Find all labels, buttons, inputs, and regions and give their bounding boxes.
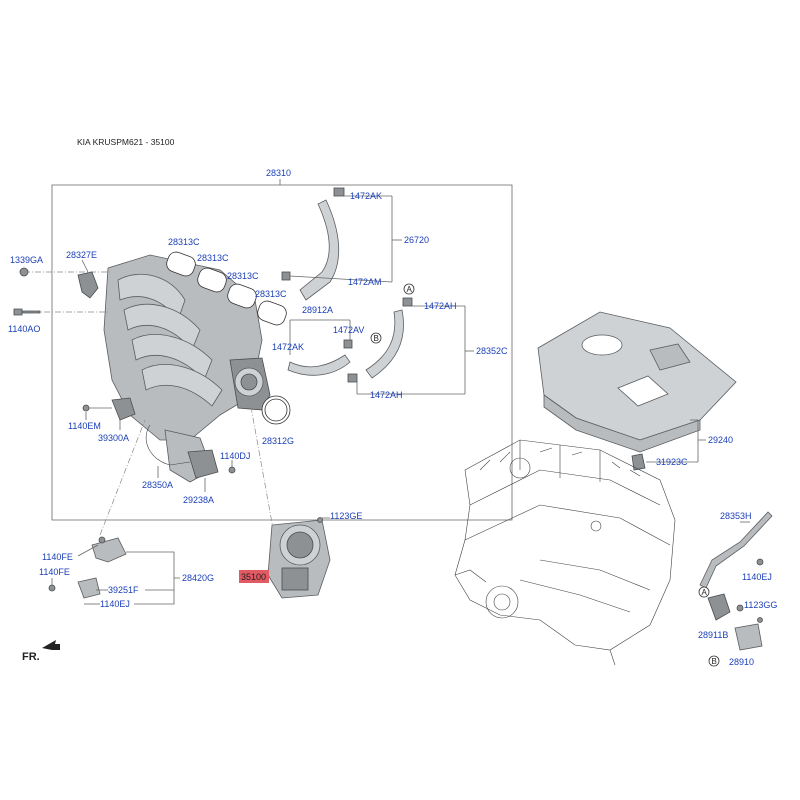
part-label-1339GA[interactable]: 1339GA [10, 255, 43, 265]
front-arrow-icon [42, 640, 60, 650]
connector-bracket [99, 419, 146, 536]
intake-manifold[interactable] [103, 254, 271, 483]
tube-28353H[interactable] [699, 511, 773, 589]
part-label-28313C-3[interactable]: 28313C [227, 271, 259, 281]
part-label-28352C[interactable]: 28352C [476, 346, 508, 356]
connector-throttle [248, 395, 277, 546]
bolt-1140EM[interactable] [82, 404, 90, 412]
part-label-1140FE-2[interactable]: 1140FE [39, 567, 70, 577]
part-label-1140EJ-1[interactable]: 1140EJ [100, 599, 130, 609]
manifold-assembly-frame [51, 184, 513, 521]
bracket-28912A [289, 319, 351, 355]
part-label-28313C-4[interactable]: 28313C [255, 289, 287, 299]
part-label-28312G[interactable]: 28312G [262, 436, 294, 446]
diagram-title: KIA KRUSPM621 - 35100 [77, 137, 175, 147]
valve-29238A[interactable] [187, 449, 219, 479]
bolt-1140EJ-2[interactable] [756, 558, 764, 566]
part-label-1140AO[interactable]: 1140AO [8, 324, 40, 334]
svg-text:B: B [374, 334, 379, 343]
clamp-1472AV[interactable] [343, 339, 353, 349]
part-label-28327E[interactable]: 28327E [66, 250, 97, 260]
plug-1339GA[interactable] [19, 267, 29, 277]
part-label-26720[interactable]: 26720 [404, 235, 429, 245]
engine-block [454, 439, 676, 666]
callout-a: A [403, 283, 415, 295]
bracket-leader-28420G [126, 551, 180, 605]
part-label-1472AH-2[interactable]: 1472AH [370, 390, 403, 400]
part-label-28313C-2[interactable]: 28313C [197, 253, 229, 263]
part-label-29240[interactable]: 29240 [708, 435, 733, 445]
leader-1140FE-1 [77, 544, 99, 557]
part-label-39251F[interactable]: 39251F [108, 585, 139, 595]
bolt-1140FE-1[interactable] [98, 536, 106, 544]
hose-28352C[interactable] [347, 297, 413, 383]
svg-text:B: B [712, 657, 717, 666]
part-label-1472AK[interactable]: 1472AK [350, 191, 382, 201]
bolt-28910 [757, 617, 763, 623]
part-label-1140EM[interactable]: 1140EM [68, 421, 101, 431]
bolt-1140DJ[interactable] [228, 466, 236, 474]
part-label-1472AK-2[interactable]: 1472AK [272, 342, 304, 352]
bolt-1140FE-2[interactable] [48, 584, 56, 592]
part-label-39300A[interactable]: 39300A [98, 433, 129, 443]
part-label-28313C-1[interactable]: 28313C [168, 237, 200, 247]
gasket-28312G-inner [264, 398, 288, 422]
front-indicator-label: FR. [22, 651, 40, 663]
part-label-28350A[interactable]: 28350A [142, 480, 173, 490]
svg-text:A: A [407, 285, 413, 294]
part-label-31923C[interactable]: 31923C [656, 457, 688, 467]
part-label-28911B[interactable]: 28911B [698, 630, 728, 640]
part-label-28912A[interactable]: 28912A [302, 305, 333, 315]
callout-a-2: A [698, 586, 710, 598]
callout-b: B [370, 332, 382, 344]
part-label-1472AM[interactable]: 1472AM [348, 277, 382, 287]
bolt-1140AO[interactable] [13, 308, 41, 316]
part-label-1140DJ[interactable]: 1140DJ [220, 451, 250, 461]
engine-cover-29240[interactable] [537, 311, 737, 453]
part-label-1140EJ-2[interactable]: 1140EJ [742, 572, 772, 582]
part-label-1123GE[interactable]: 1123GE [330, 511, 362, 521]
svg-text:A: A [702, 588, 708, 597]
sensor-28911B[interactable] [707, 593, 731, 621]
leader-1472AM [289, 275, 393, 283]
part-label-1472AH-1[interactable]: 1472AH [424, 301, 457, 311]
part-label-1123GG[interactable]: 1123GG [744, 600, 777, 610]
part-label-1472AV[interactable]: 1472AV [333, 325, 364, 335]
bracket-28420G[interactable] [77, 537, 127, 599]
part-label-28910[interactable]: 28910 [729, 657, 754, 667]
throttle-body-35100[interactable] [267, 519, 331, 599]
part-label-29238A[interactable]: 29238A [183, 495, 214, 505]
bolt-1123GE[interactable] [317, 517, 323, 523]
part-label-28310[interactable]: 28310 [266, 168, 291, 178]
highlight-35100 [239, 570, 269, 583]
sensor-39300A[interactable] [111, 397, 136, 421]
hose-28350A[interactable] [145, 424, 191, 466]
part-28327E[interactable] [77, 271, 99, 299]
leader-28327E [81, 259, 89, 273]
bolt-1123GG[interactable] [736, 604, 744, 612]
hose-28912A[interactable] [287, 354, 351, 376]
hose-26720[interactable] [281, 187, 345, 301]
part-label-28420G[interactable]: 28420G [182, 573, 214, 583]
part-label-1140FE-1[interactable]: 1140FE [42, 552, 73, 562]
bracket-28910[interactable] [734, 623, 763, 651]
callout-b-2: B [708, 655, 720, 667]
part-label-35100[interactable]: 35100 [241, 572, 266, 582]
part-label-28353H[interactable]: 28353H [720, 511, 752, 521]
gasket-set[interactable] [164, 250, 288, 327]
grommet-31923C[interactable] [631, 453, 646, 471]
